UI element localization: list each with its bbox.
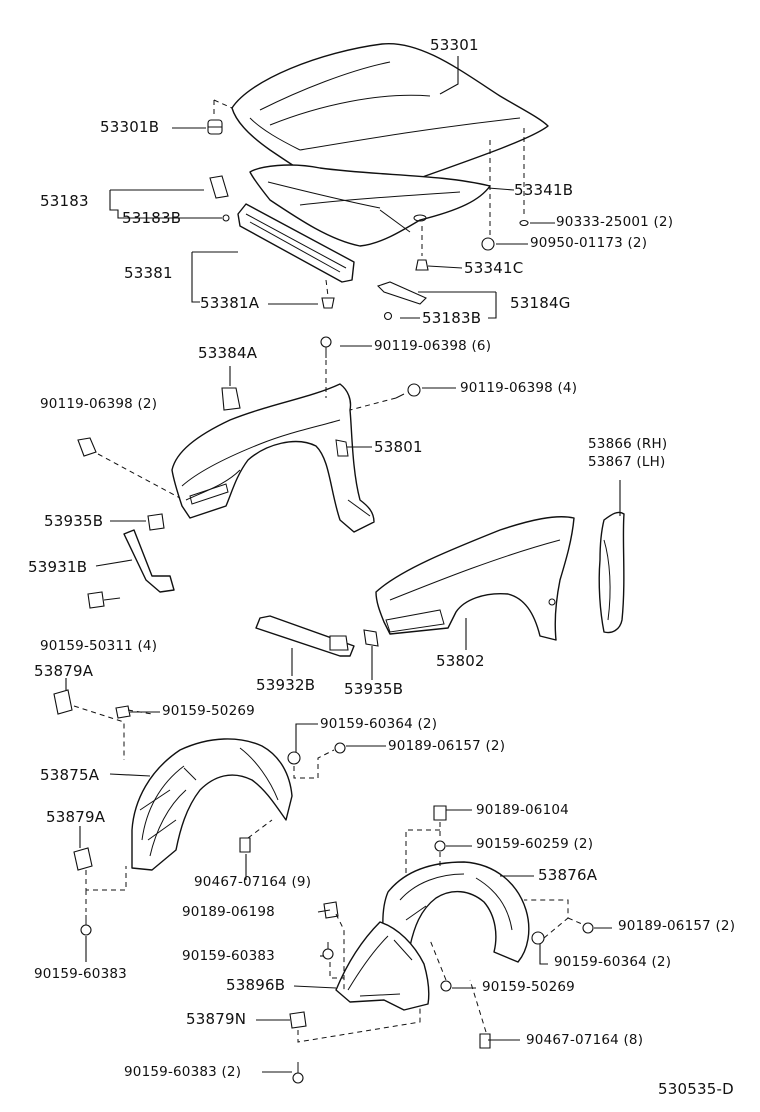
label-90467-07164-9: 90467-07164 (9): [194, 874, 312, 890]
apron-bolt-right: [395, 383, 421, 399]
hood-bumper-cushion: [207, 119, 223, 135]
fender-bracket: [123, 529, 175, 593]
fender-liner-rh: [598, 511, 625, 634]
hood-plug: [519, 219, 529, 227]
label-53879n: 53879N: [186, 1010, 247, 1028]
label-90159-60383-mid: 90159-60383: [182, 948, 275, 964]
label-53184g: 53184G: [510, 294, 571, 312]
label-90333-25001: 90333-25001 (2): [556, 214, 674, 230]
label-90159-60383-2: 90159-60383 (2): [124, 1064, 242, 1080]
label-90119-06398-4: 90119-06398 (4): [460, 380, 578, 396]
label-90189-06104: 90189-06104: [476, 802, 569, 818]
label-53183b-mid: 53183B: [422, 309, 482, 327]
right-liner-screw-8: [479, 1033, 491, 1049]
label-90159-50269-top: 90159-50269: [162, 703, 255, 719]
liner-bolt-washer: [334, 742, 346, 754]
bracket-bolt: [87, 591, 105, 609]
right-liner-nut: [323, 901, 339, 919]
label-53381a: 53381A: [200, 294, 260, 312]
right-liner-washer: [531, 931, 545, 945]
label-90159-60364-top: 90159-60364 (2): [320, 716, 438, 732]
liner-screw-grommet: [287, 751, 301, 765]
label-90119-06398-2: 90119-06398 (2): [40, 396, 158, 412]
apron-bolt-top: [320, 336, 332, 358]
bracket-clip: [147, 513, 165, 531]
hood-panel: [231, 42, 549, 194]
right-liner-screw-bottom: [292, 1062, 304, 1084]
label-53341b: 53341B: [514, 181, 574, 199]
liner-screw-9: [239, 837, 251, 853]
apron-bracket-clip: [221, 387, 241, 411]
label-53384a: 53384A: [198, 344, 258, 362]
apron-bolt-left: [77, 437, 97, 457]
label-53875a: 53875A: [40, 766, 100, 784]
label-53301: 53301: [430, 36, 479, 54]
fender-apron: [171, 383, 375, 533]
support-rod-holder: [209, 175, 229, 199]
right-liner-clip-53879n: [289, 1011, 307, 1029]
label-90159-60383-left: 90159-60383: [34, 966, 127, 982]
front-fender-liner-left: [131, 738, 293, 871]
label-53866-rh: 53866 (RH): [588, 436, 668, 452]
label-53381: 53381: [124, 264, 173, 282]
label-53896b: 53896B: [226, 976, 286, 994]
label-53876a: 53876A: [538, 866, 598, 884]
label-90950-01173: 90950-01173 (2): [530, 235, 648, 251]
hood-support-holder: [376, 281, 427, 305]
hood-seal-strip: [237, 203, 355, 283]
label-53879a-top: 53879A: [34, 662, 94, 680]
label-90159-50269-bottom: 90159-50269: [482, 979, 575, 995]
right-liner-screw-top: [433, 805, 447, 821]
fender-brace: [255, 615, 355, 657]
label-90189-06157-bottom: 90189-06157 (2): [618, 918, 736, 934]
label-53183: 53183: [40, 192, 89, 210]
front-splash-shield: [335, 921, 430, 1011]
hood-clip-lower: [383, 311, 393, 321]
drawing-code: 530535-D: [658, 1080, 734, 1098]
label-53935b-bottom: 53935B: [344, 680, 404, 698]
label-90159-50311: 90159-50311 (4): [40, 638, 158, 654]
hood-insulator: [249, 164, 491, 247]
right-liner-screw-grommet: [434, 840, 446, 852]
liner-nut-mid: [73, 847, 93, 871]
label-53879a-mid: 53879A: [46, 808, 106, 826]
fender-clip-right: [363, 629, 379, 647]
label-53931b: 53931B: [28, 558, 88, 576]
label-53932b: 53932B: [256, 676, 316, 694]
insulator-clip: [415, 259, 429, 271]
liner-screw-top: [115, 705, 131, 719]
seal-clip: [321, 297, 335, 309]
label-53867-lh: 53867 (LH): [588, 454, 666, 470]
hood-clip-small: [222, 214, 230, 222]
front-fender: [375, 516, 575, 641]
liner-screw-bottom-left: [80, 915, 92, 936]
label-90189-06198: 90189-06198: [182, 904, 275, 920]
right-liner-bolt: [582, 922, 594, 934]
label-90119-06398-6: 90119-06398 (6): [374, 338, 492, 354]
hood-nut: [481, 237, 495, 251]
label-90159-60259: 90159-60259 (2): [476, 836, 594, 852]
label-53801: 53801: [374, 438, 423, 456]
liner-nut-top: [53, 689, 73, 715]
label-53935b-top: 53935B: [44, 512, 104, 530]
label-53341c: 53341C: [464, 259, 524, 277]
right-liner-screw-mid: [322, 942, 334, 960]
right-liner-screw-50269: [440, 980, 452, 992]
label-53802: 53802: [436, 652, 485, 670]
label-53183b-top: 53183B: [122, 209, 182, 227]
label-53301b: 53301B: [100, 118, 160, 136]
label-90189-06157-top: 90189-06157 (2): [388, 738, 506, 754]
label-90467-07164-8: 90467-07164 (8): [526, 1032, 644, 1048]
label-90159-60364-bottom: 90159-60364 (2): [554, 954, 672, 970]
